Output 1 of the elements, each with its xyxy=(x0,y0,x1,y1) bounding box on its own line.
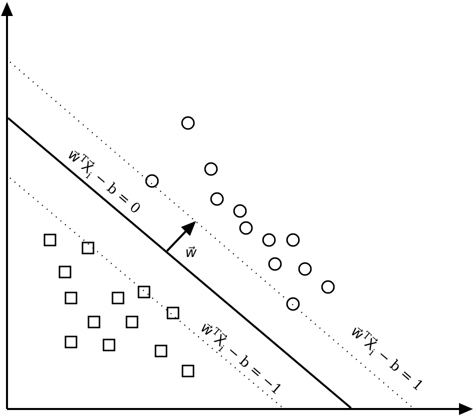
vector-label: w⃗ xyxy=(185,246,197,260)
